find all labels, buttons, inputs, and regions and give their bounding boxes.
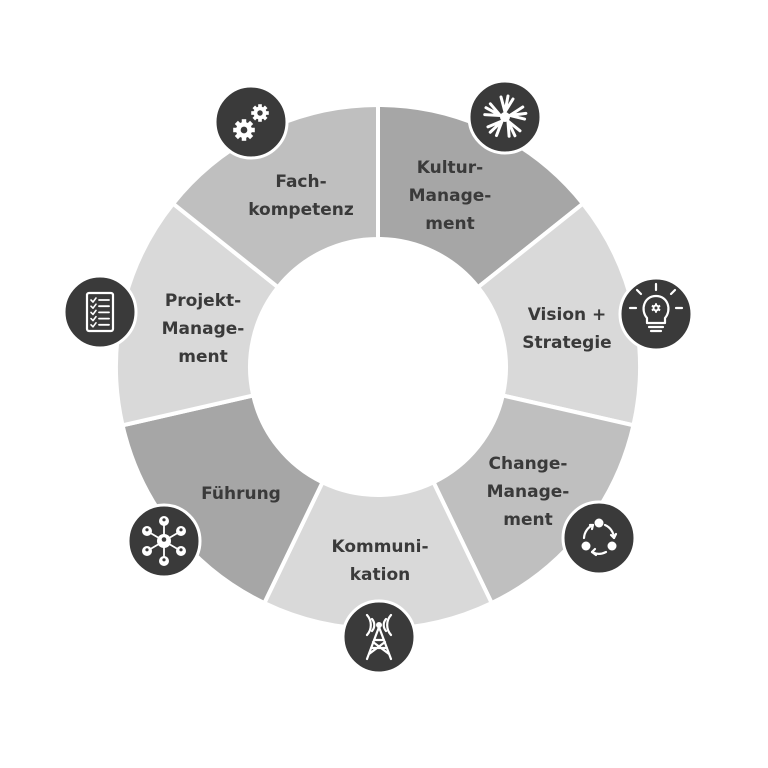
checklist-icon: [62, 274, 138, 350]
segment-label-kommunikation: Kommuni-kation: [331, 537, 428, 585]
segment-label-line: kation: [350, 565, 411, 585]
ring-segments: [114, 102, 642, 631]
segment-label-line: Manage-: [487, 482, 570, 502]
network-people-icon: [126, 503, 202, 579]
segment-label-line: Manage-: [409, 186, 492, 206]
segment-label-line: ment: [425, 214, 474, 234]
segment-label-line: Change-: [489, 454, 568, 474]
segment-label-line: Führung: [201, 484, 281, 504]
segment-label-change: Change- Manage-ment: [487, 454, 570, 530]
ring-center: [250, 239, 506, 495]
segment-label-line: kompetenz: [248, 200, 354, 220]
segment-label-line: ment: [178, 347, 227, 367]
segment-label-fach: Fach-kompetenz: [248, 172, 354, 220]
hands-together-icon: [467, 79, 543, 155]
gears-icon: [213, 84, 289, 160]
segment-label-line: Projekt-: [165, 291, 241, 311]
segment-label-line: Strategie: [522, 333, 611, 353]
segment-label-line: ment: [503, 510, 552, 530]
segment-label-fuehrung: Führung: [201, 484, 281, 504]
segment-label-projekt: Projekt- Manage-ment: [162, 291, 245, 367]
segment-label-line: Fach-: [275, 172, 326, 192]
segment-label-line: Manage-: [162, 319, 245, 339]
lightbulb-gear-icon: [618, 276, 694, 352]
segment-icons: [62, 79, 694, 675]
cycle-arrows-icon: [561, 500, 637, 576]
segment-label-kultur: Kultur- Manage-ment: [409, 158, 492, 234]
segment-label-line: Kultur-: [417, 158, 483, 178]
radio-tower-icon: [341, 599, 417, 675]
segment-label-line: Vision +: [528, 305, 607, 325]
segment-label-line: Kommuni-: [331, 537, 428, 557]
segment-label-vision: Vision + Strategie: [522, 305, 611, 353]
